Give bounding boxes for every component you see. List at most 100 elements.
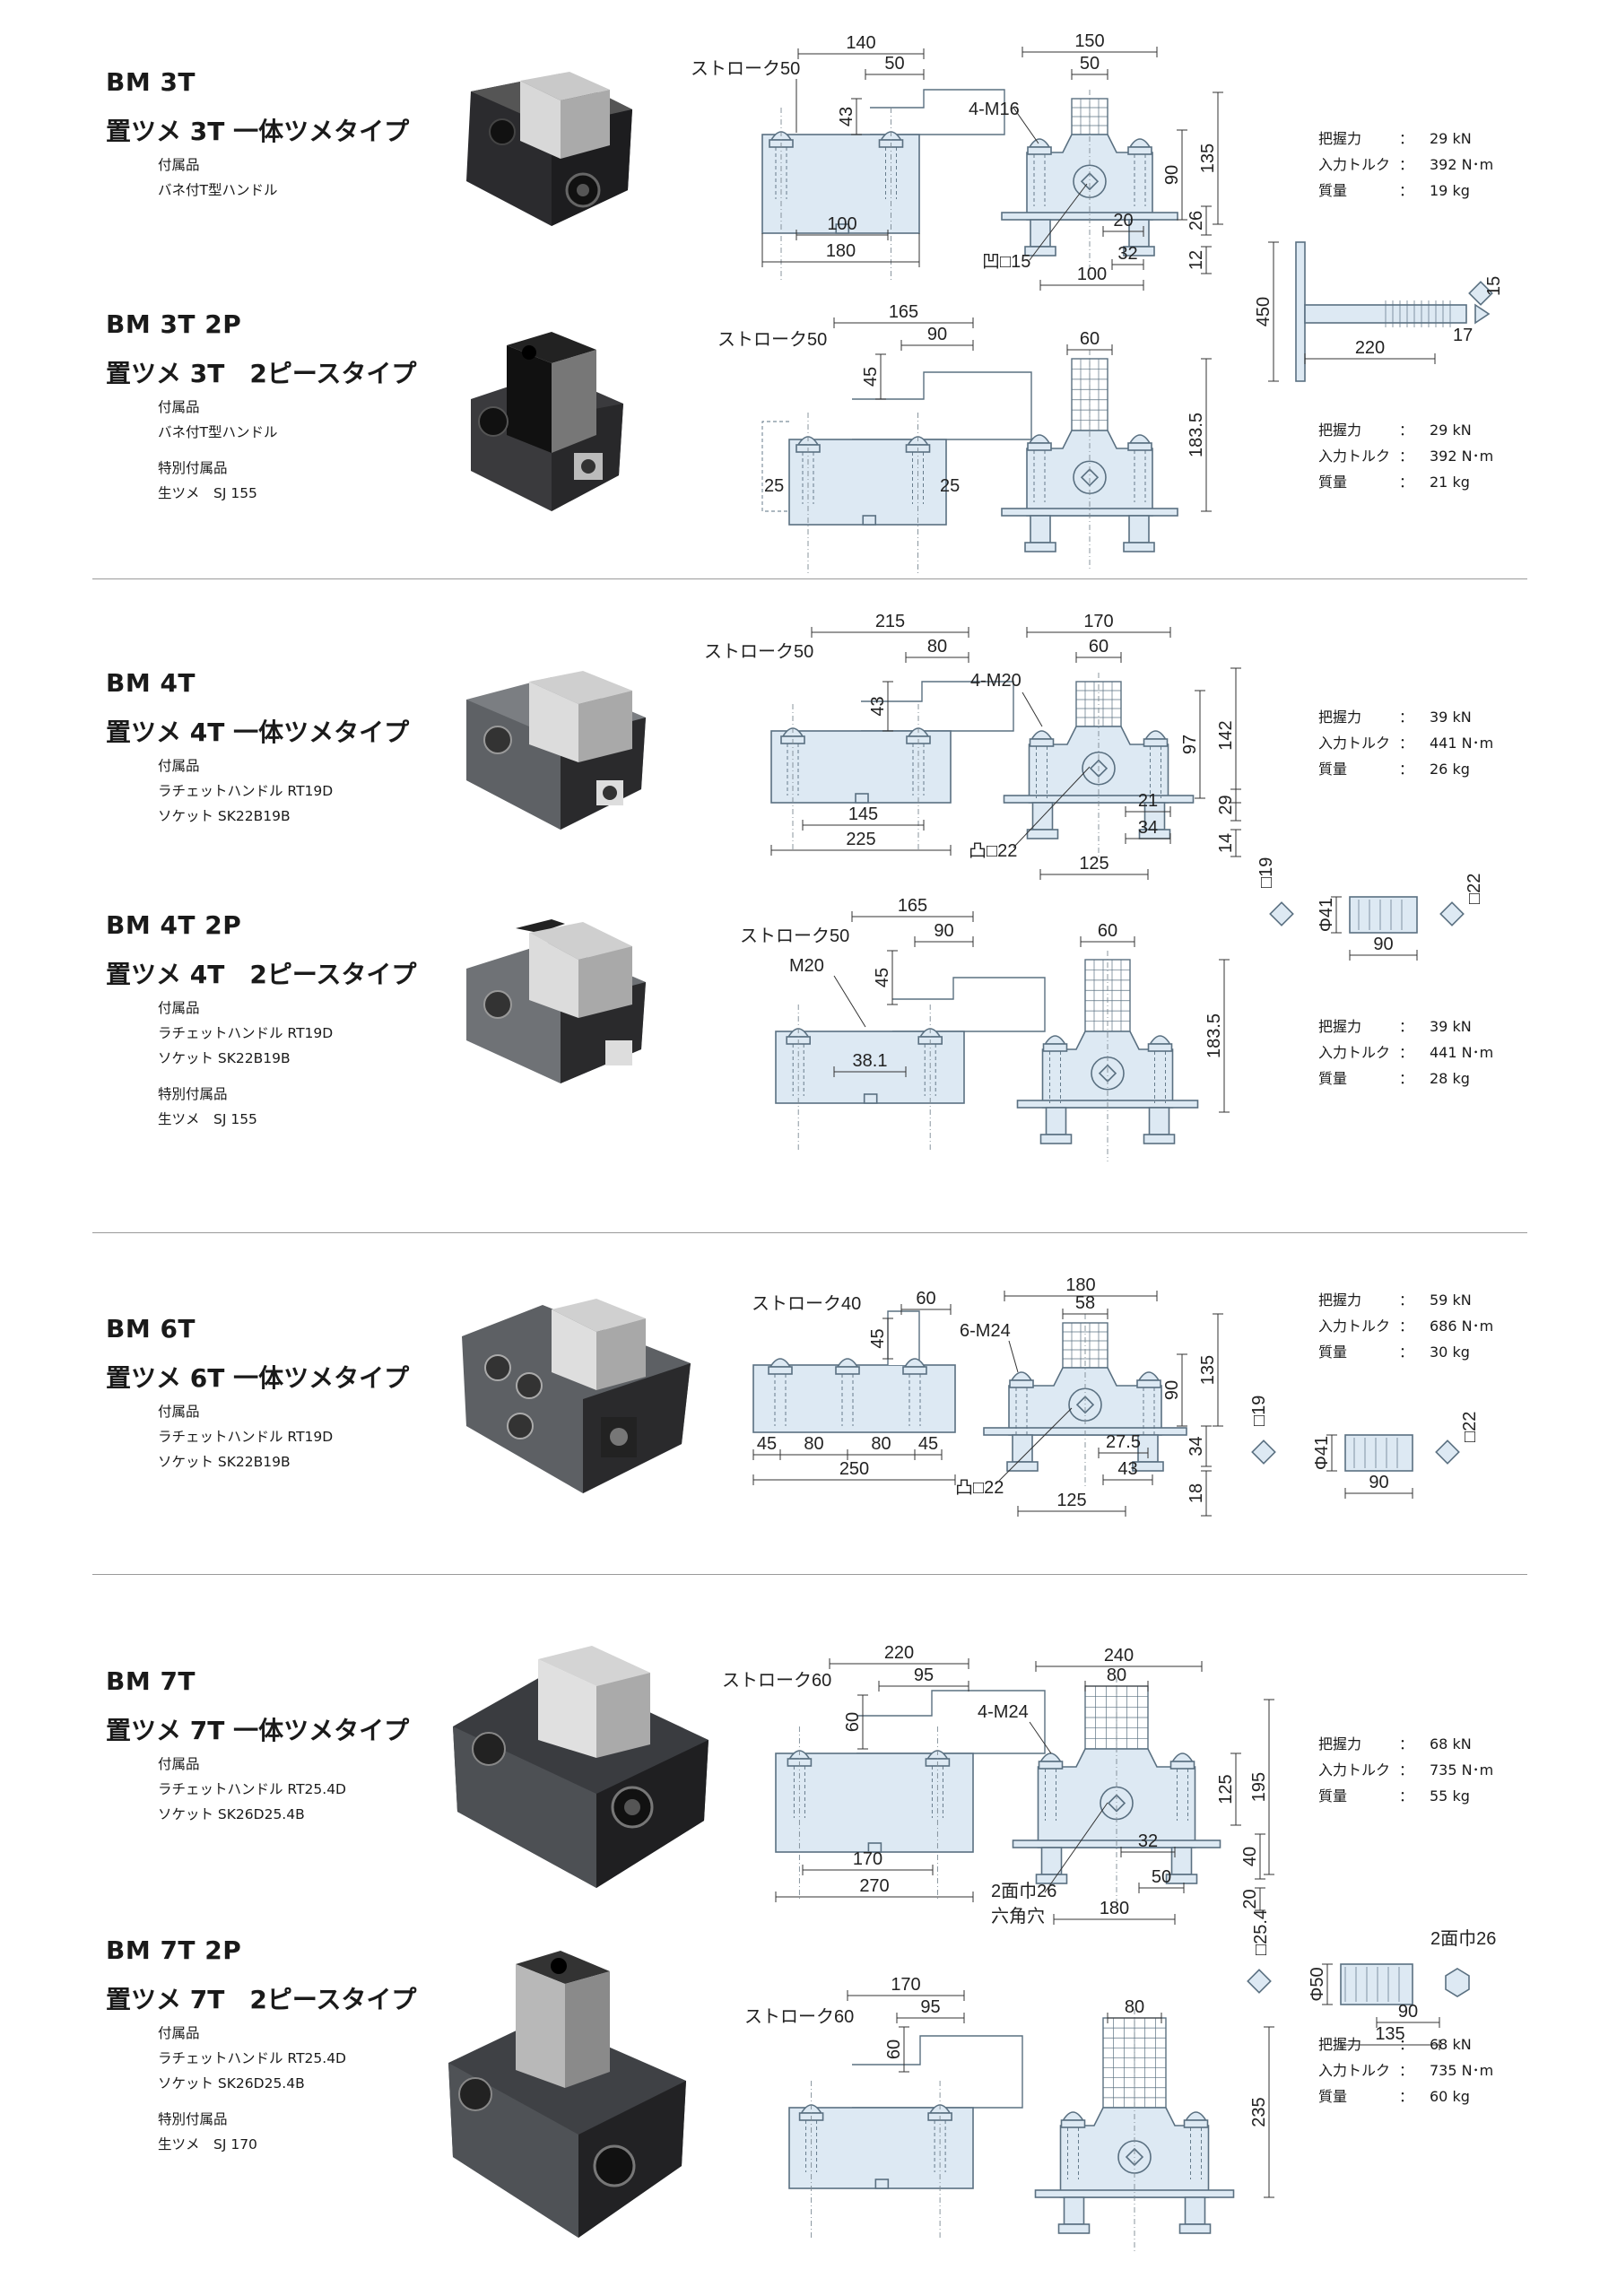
accessory-heading: 付属品 [158, 2025, 200, 2041]
dimension-label: 43 [837, 107, 856, 126]
bolt-washer [835, 1366, 860, 1375]
jaw-profile [892, 977, 1046, 1032]
product-photo-bm4t [466, 671, 646, 830]
dimension-label: 45 [868, 1328, 888, 1348]
accessory-heading: 特別付属品 [158, 2111, 228, 2127]
accessory-heading: 特別付属品 [158, 460, 228, 476]
dimension-label: ストローク60 [722, 1670, 831, 1691]
dimension-label: 20 [1240, 1889, 1260, 1909]
socket-body [1349, 896, 1418, 934]
spec-key: 入力トルク [1318, 2062, 1391, 2079]
accessory-item: ラチェットハンドル RT19D [158, 1429, 334, 1445]
product-photo-bm7t-2p [448, 1951, 686, 2238]
dimension-line [833, 975, 866, 1028]
dimension-label: 195 [1249, 1772, 1269, 1802]
dimension-label: 2面巾26 [991, 1881, 1056, 1901]
spec-value: 392 N･m [1430, 448, 1494, 465]
spec-colon: ： [1399, 1318, 1414, 1335]
t-nut [1063, 2196, 1085, 2225]
bolt-head [1039, 1752, 1062, 1762]
dimension-label: 95 [920, 1997, 940, 2017]
dimension-label: 150 [1074, 31, 1104, 51]
section-divider [92, 1232, 1527, 1233]
dimension-label: 60 [1080, 329, 1100, 349]
ghost-outline [761, 421, 789, 512]
bolt-washer [1183, 2119, 1209, 2128]
socket-body [1344, 1434, 1413, 1472]
dimension-label: 26 [1187, 211, 1206, 230]
dimension-label: 4-M16 [969, 100, 1020, 119]
spec-key: 質量 [1318, 182, 1348, 199]
dimension-line [995, 1407, 1073, 1485]
spec-key: 入力トルク [1318, 448, 1391, 465]
dimension-label: 12 [1187, 250, 1206, 270]
spec-row: 質量：21 kg [1318, 469, 1493, 495]
model-name: BM 6T [106, 1314, 196, 1344]
bolt-washer [1147, 1043, 1173, 1052]
bolt-washer [1009, 1379, 1034, 1388]
dimension-label: 50 [1080, 54, 1100, 74]
t-nut [1030, 219, 1051, 248]
spec-value: 29 kN [1430, 422, 1472, 439]
dimension-label: 21 [1138, 791, 1158, 811]
dimension-label: 165 [889, 302, 918, 322]
square-section [1247, 1969, 1272, 1994]
spec-key: 把握力 [1318, 1735, 1362, 1752]
spec-row: 質量：26 kg [1318, 756, 1493, 782]
dimension-label: □22 [1465, 874, 1484, 904]
dimension-label: ストローク60 [744, 2006, 854, 2027]
spec-value: 55 kg [1430, 1787, 1470, 1805]
dimension-label: 95 [914, 1665, 934, 1685]
jaw-profile [852, 2035, 1023, 2109]
square-section [1251, 1439, 1276, 1465]
dimension-label: 140 [846, 33, 875, 53]
t-nut-foot [1026, 829, 1059, 839]
product-photo-bm3t [466, 72, 632, 226]
spec-row: 質量：30 kg [1318, 1339, 1493, 1365]
spec-value: 686 N･m [1430, 1318, 1494, 1335]
square-section [1468, 281, 1493, 306]
dimension-label: 90 [1162, 165, 1182, 185]
dimension-label: 29 [1216, 795, 1236, 814]
key-slot [874, 2179, 890, 2189]
dimension-label: ストローク50 [740, 926, 849, 946]
model-name: BM 4T 2P [106, 910, 242, 940]
spec-row: 質量：55 kg [1318, 1783, 1493, 1809]
spec-colon: ： [1399, 474, 1414, 491]
t-nut-foot [1039, 1134, 1073, 1144]
t-nut-foot [1123, 246, 1155, 257]
spec-colon: ： [1399, 1735, 1414, 1752]
spec-key: 質量 [1318, 474, 1348, 491]
dimension-label: 32 [1138, 1831, 1158, 1851]
spec-colon: ： [1399, 1018, 1414, 1035]
spec-value: 39 kN [1430, 1018, 1472, 1035]
spec-colon: ： [1399, 1044, 1414, 1061]
bolt-washer [1127, 146, 1152, 155]
dimension-label: 60 [884, 2039, 904, 2059]
model-name: BM 7T 2P [106, 1935, 242, 1965]
spec-row: 入力トルク：441 N･m [1318, 730, 1493, 756]
bolt-head [1028, 434, 1051, 444]
spec-value: 735 N･m [1430, 1761, 1494, 1779]
dimension-label: 90 [927, 325, 947, 344]
key-slot [835, 223, 850, 234]
dimension-label: 135 [1375, 2024, 1404, 2044]
accessory-item: 生ツメ SJ 170 [158, 2136, 257, 2152]
dimension-label: 170 [853, 1849, 882, 1869]
base-block [752, 1364, 956, 1433]
dimension-label: 18 [1187, 1483, 1206, 1503]
key-slot [867, 1842, 882, 1853]
accessory-heading: 付属品 [158, 1404, 200, 1420]
spec-value: 28 kg [1430, 1070, 1470, 1087]
dimension-label: 142 [1216, 720, 1236, 750]
